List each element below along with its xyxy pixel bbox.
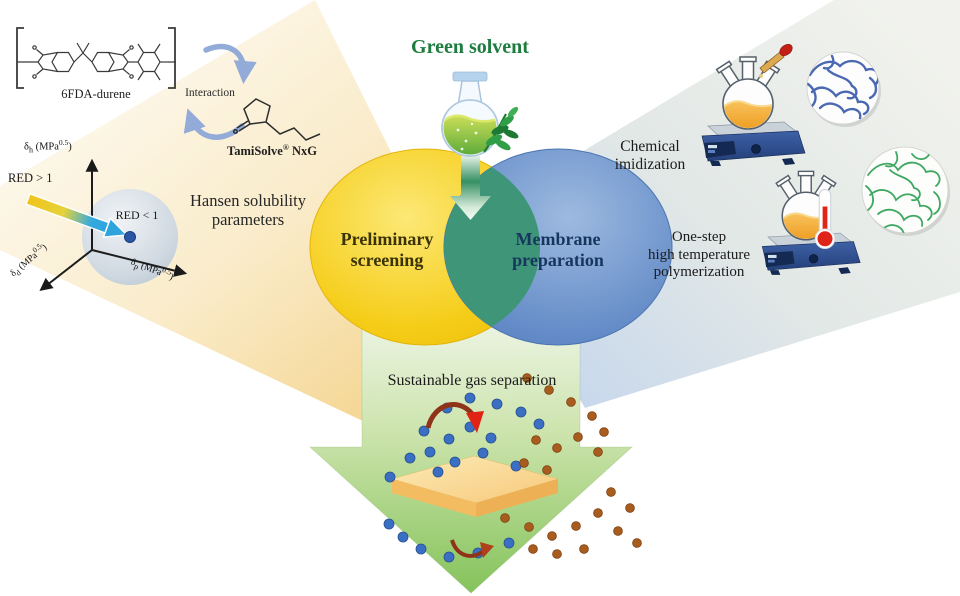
gas-molecule — [606, 487, 616, 497]
gas-molecule — [542, 465, 552, 475]
gas-molecule — [424, 446, 436, 458]
gas-molecule — [593, 447, 603, 457]
gas-molecule — [464, 392, 476, 404]
gas-molecule — [415, 543, 427, 555]
gas-molecule — [587, 411, 597, 421]
interaction-label: Interaction — [185, 87, 235, 99]
dropper-icon — [759, 43, 793, 78]
gas-molecule — [593, 508, 603, 518]
green-solvent-title: Green solvent — [411, 36, 529, 58]
gas-molecule — [531, 435, 541, 445]
polymer-structure-icon — [16, 27, 176, 89]
gas-molecule — [443, 551, 455, 563]
gas-molecule — [503, 537, 515, 549]
thermometer-icon — [814, 188, 836, 250]
gas-molecule — [491, 398, 503, 410]
gas-molecule — [404, 452, 416, 464]
gas-molecule — [485, 432, 497, 444]
structure-label: 6FDA-durene — [61, 87, 131, 101]
tamisolve-structure-icon — [232, 98, 321, 141]
gas-molecule — [443, 433, 455, 445]
polymer-network-blue-icon — [806, 51, 881, 127]
gas-molecule — [522, 373, 532, 383]
permeation-arrow-bottom-icon — [450, 539, 494, 558]
solvent-point — [124, 231, 136, 243]
gas-molecule — [528, 544, 538, 554]
axis-label-delta-h: δh (MPa0.5) — [24, 138, 72, 155]
gas-molecule — [500, 513, 510, 523]
gas-molecule — [515, 406, 527, 418]
hansen-3d-plot — [25, 158, 188, 291]
red-lt1-label: RED < 1 — [115, 208, 159, 222]
gas-molecule — [533, 418, 545, 430]
red-gradient-arrow-icon — [25, 192, 129, 238]
gas-molecule — [573, 432, 583, 442]
gas-molecule — [397, 531, 409, 543]
gas-molecule — [418, 425, 430, 437]
gas-molecule — [383, 518, 395, 530]
bottom-caption: Sustainable gas separation — [387, 372, 557, 389]
polymer-network-green-icon — [861, 146, 950, 236]
gas-molecule — [566, 397, 576, 407]
gas-molecule — [449, 456, 461, 468]
red-gt1-label: RED > 1 — [8, 171, 53, 185]
plant-icon — [483, 106, 519, 153]
gas-molecule — [613, 526, 623, 536]
mini-down-arrow-icon — [450, 156, 491, 220]
process2-label: One-step high temperature polymerization — [647, 229, 751, 281]
gas-molecule — [544, 385, 554, 395]
gas-molecule — [552, 549, 562, 559]
green-solvent-flask-icon — [441, 71, 499, 157]
venn-overlap — [444, 149, 540, 345]
gas-molecule — [552, 443, 562, 453]
gas-molecule — [571, 521, 581, 531]
venn-right-label: Membrane preparation — [512, 229, 604, 271]
gas-molecule — [519, 458, 529, 468]
gas-molecule — [632, 538, 642, 548]
flask-hotplate-polymerization-icon — [762, 171, 860, 275]
membrane-dots — [383, 373, 642, 563]
gas-molecule — [477, 447, 489, 459]
interaction-arrow-top-icon — [203, 43, 257, 85]
permeation-arrow-top-icon — [425, 402, 484, 433]
gas-molecule — [384, 471, 396, 483]
gas-molecule — [524, 522, 534, 532]
gas-molecule — [547, 531, 557, 541]
gas-molecule — [579, 544, 589, 554]
gas-molecule — [432, 466, 444, 478]
venn-left-label: Preliminary screening — [340, 229, 434, 271]
gas-molecule — [599, 427, 609, 437]
hansen-caption: Hansen solubility parameters — [190, 191, 306, 230]
gas-molecule — [625, 503, 635, 513]
flask-hotplate-imidization-icon — [702, 43, 805, 166]
process1-label: Chemical imidization — [614, 138, 686, 174]
solvent-name-label: TamiSolve® NxG — [227, 143, 317, 159]
